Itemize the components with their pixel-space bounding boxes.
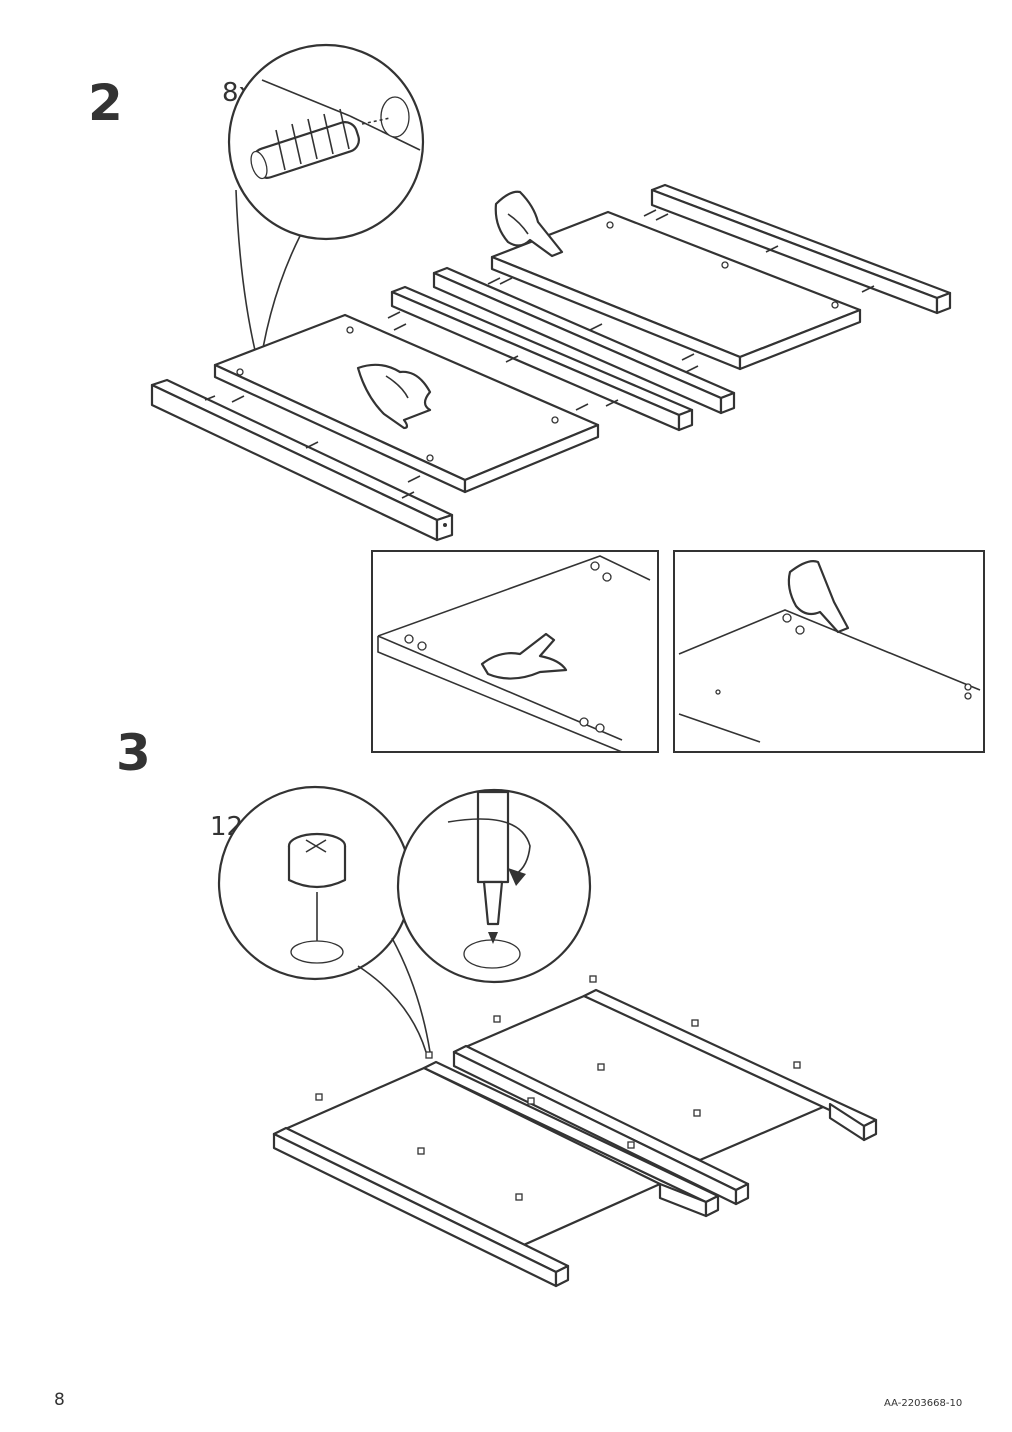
rail-back (650, 183, 952, 315)
rail-middle-1 (390, 285, 694, 432)
detail-frame-right (673, 550, 985, 753)
cam-locks-step3 (315, 975, 801, 1201)
step-2-number: 2 (88, 74, 123, 132)
hand-pointing-icon (356, 363, 432, 430)
panel-right (490, 210, 862, 371)
frame-right (452, 988, 878, 1206)
screwdriver-detail-callout (396, 788, 592, 984)
page-number: 8 (54, 1390, 65, 1410)
cam-lock-icon (287, 832, 347, 889)
cam-lock-detail-callout (217, 785, 431, 1053)
dowel-icon (250, 108, 360, 180)
rail-front (150, 378, 454, 542)
step-3-number: 3 (116, 724, 151, 782)
screwdriver-icon (476, 790, 510, 926)
detail-frame-left (371, 550, 659, 753)
rotate-arrow-icon (447, 818, 531, 886)
hand-pointing-icon (494, 190, 564, 258)
rail-middle-2 (432, 266, 736, 415)
dowels-step2 (204, 209, 875, 499)
document-code: AA-2203668-10 (884, 1398, 963, 1409)
frame-left (272, 1060, 720, 1288)
